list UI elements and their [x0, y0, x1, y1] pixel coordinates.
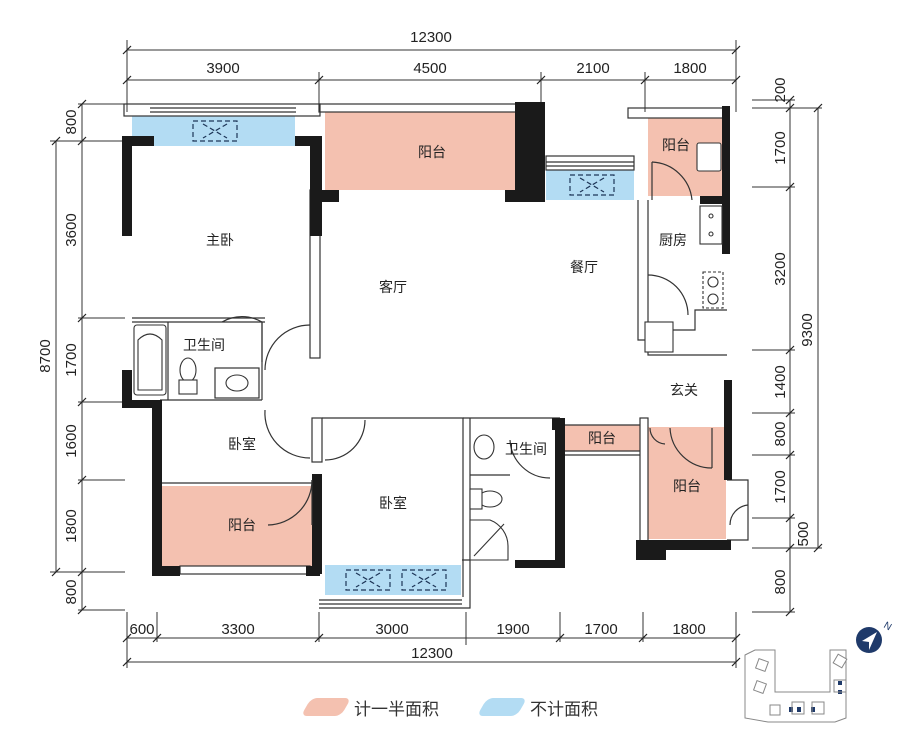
balcony-foyer-fill	[648, 427, 726, 539]
room-label-kitchen: 厨房	[659, 233, 687, 249]
dim-bottom-4: 1900	[496, 621, 529, 638]
window-markers	[192, 120, 615, 591]
dim-top-4: 1800	[673, 60, 706, 77]
door-arcs	[221, 161, 749, 526]
dim-left-4: 1600	[63, 424, 80, 457]
kitchen-sink-icon	[699, 205, 723, 245]
room-label-balcony-bedroom: 阳台	[228, 518, 256, 534]
room-label-master-bedroom: 主卧	[206, 233, 234, 249]
north-arrow-icon	[862, 632, 877, 650]
dim-top-1: 3900	[206, 60, 239, 77]
dim-right-7: 500	[795, 521, 812, 546]
room-label-bedroom-2: 卧室	[379, 495, 407, 512]
dim-left-1: 800	[63, 109, 80, 134]
room-label-balcony-top: 阳台	[418, 145, 446, 161]
room-label-balcony-small: 阳台	[588, 431, 616, 447]
balcony-bedroom-fill	[162, 486, 312, 566]
sink-icon	[225, 374, 249, 392]
north-label: N	[882, 620, 894, 633]
dim-right-1: 200	[772, 77, 789, 102]
dim-bottom-2: 3300	[221, 621, 254, 638]
dim-left-total: 8700	[37, 339, 54, 372]
dim-bottom-total: 12300	[411, 645, 453, 662]
balcony-top-fill	[325, 112, 525, 190]
dim-left-6: 800	[63, 579, 80, 604]
bathtub-icon	[133, 324, 167, 396]
dim-top-3: 2100	[576, 60, 609, 77]
room-label-bathroom-1: 卫生间	[183, 338, 225, 354]
legend-no-area-label: 不计面积	[530, 699, 598, 720]
dim-left-3: 1700	[63, 343, 80, 376]
dim-bottom-3: 3000	[375, 621, 408, 638]
legend-no-area: 不计面积	[476, 694, 598, 720]
room-label-bathroom-2: 卫生间	[505, 442, 547, 458]
dim-right-6: 1700	[772, 470, 789, 503]
dim-left-5: 1800	[63, 509, 80, 542]
dim-bottom-1: 600	[129, 621, 154, 638]
dim-top-total: 12300	[410, 29, 452, 46]
compass: N	[856, 620, 893, 653]
room-label-dining-room: 餐厅	[570, 260, 598, 276]
dimension-ticks	[51, 45, 823, 667]
sink-2-icon	[473, 434, 495, 460]
dim-right-4: 1400	[772, 365, 789, 398]
dim-top-2: 4500	[413, 60, 446, 77]
site-key-plan	[744, 649, 848, 723]
dim-right-total: 9300	[799, 313, 816, 346]
dim-left-2: 3600	[63, 213, 80, 246]
dim-bottom-6: 1800	[672, 621, 705, 638]
swatch-no-area	[476, 698, 528, 716]
fridge-icon	[644, 321, 674, 353]
dim-bottom-5: 1700	[584, 621, 617, 638]
washer-icon	[696, 142, 722, 172]
toilet-icon	[179, 357, 197, 383]
dim-right-5: 800	[772, 421, 789, 446]
solid-walls	[122, 102, 732, 576]
swatch-half-area	[300, 698, 352, 716]
room-label-foyer: 玄关	[670, 382, 698, 399]
room-label-bedroom-1: 卧室	[228, 436, 256, 453]
legend-half-area-label: 计一半面积	[354, 699, 439, 720]
balcony-small-fill	[565, 425, 640, 451]
dimension-lines	[50, 40, 822, 668]
fixtures	[133, 142, 724, 561]
room-label-balcony-foyer: 阳台	[673, 479, 701, 495]
dim-right-2: 1700	[772, 131, 789, 164]
area-fills	[132, 112, 727, 595]
room-label-balcony-kitchen: 阳台	[662, 138, 690, 154]
dim-right-3: 3200	[772, 252, 789, 285]
legend-half-area: 计一半面积	[300, 694, 439, 720]
building-icons	[752, 653, 848, 716]
dim-right-8: 800	[772, 569, 789, 594]
room-label-living-room: 客厅	[379, 279, 407, 296]
